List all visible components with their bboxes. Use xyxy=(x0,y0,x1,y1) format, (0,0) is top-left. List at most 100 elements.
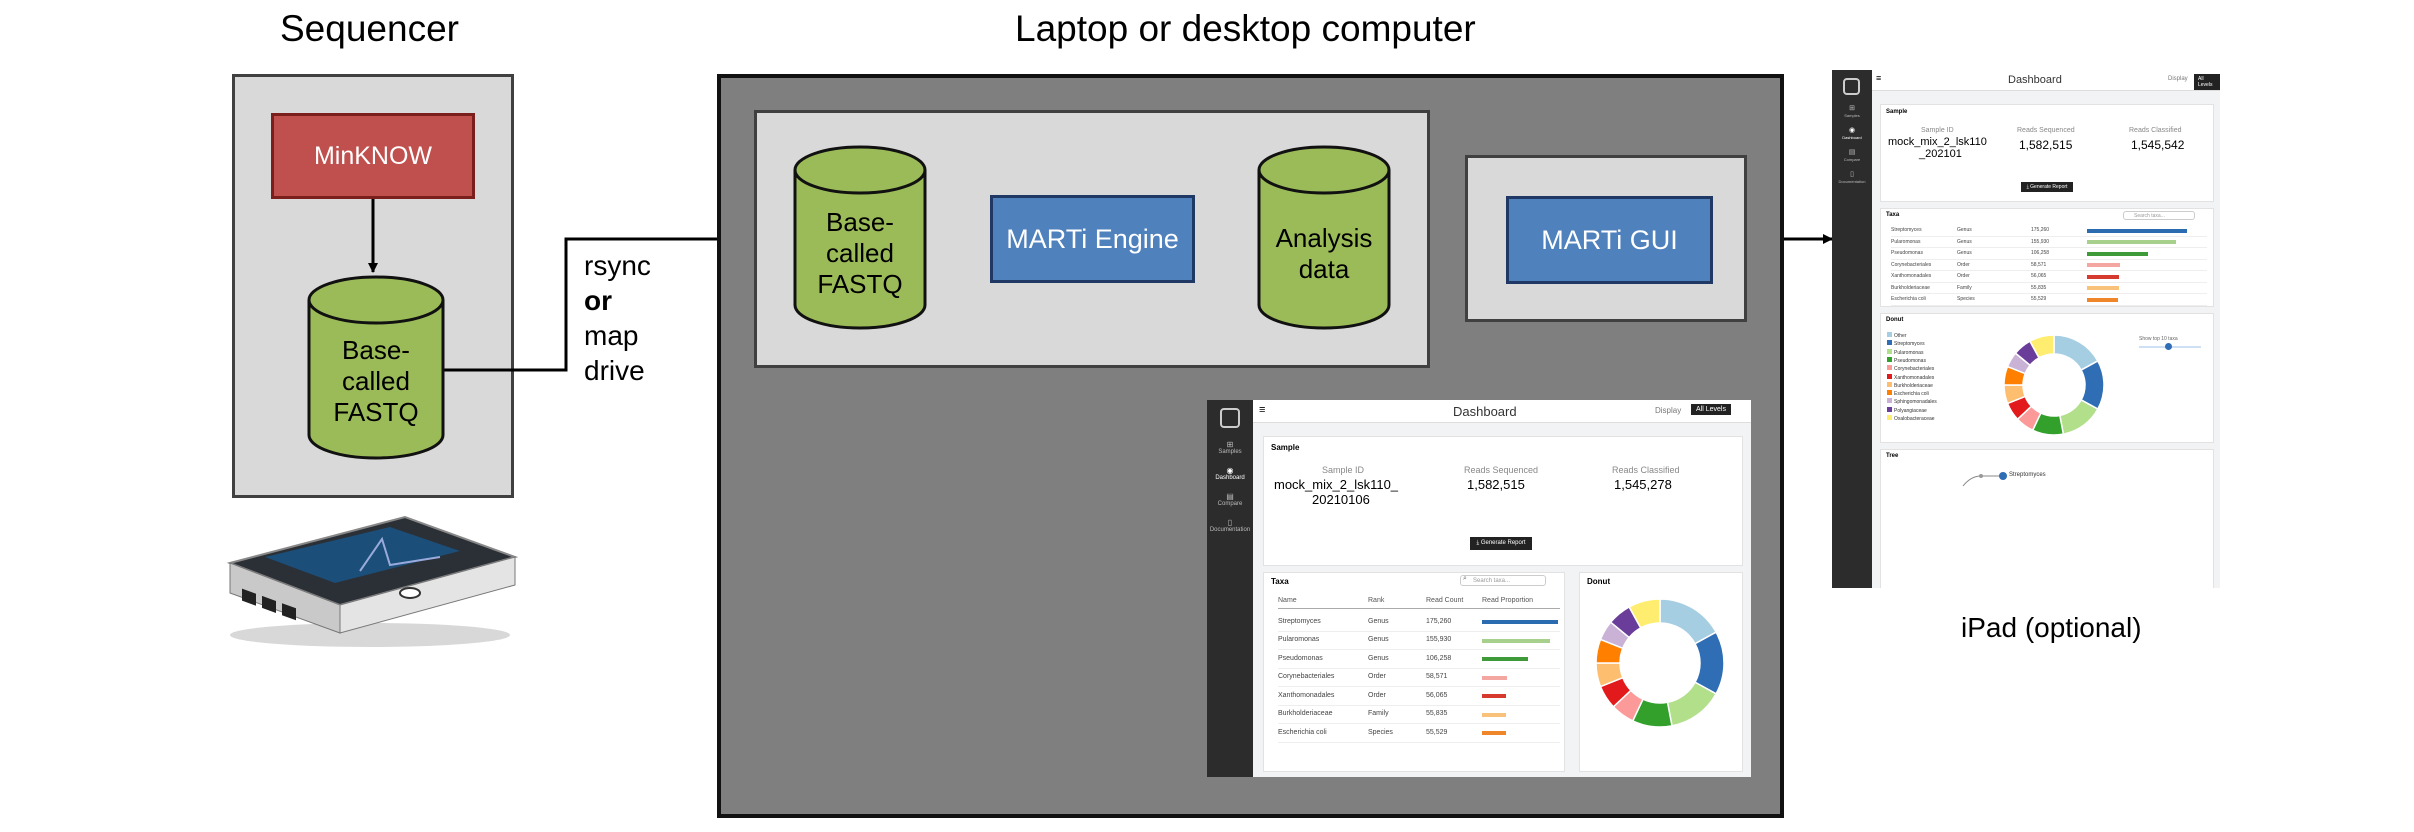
top-taxa-slider[interactable] xyxy=(2139,343,2201,350)
nav-dashboard[interactable]: ◉Dashboard xyxy=(1207,466,1253,481)
card-title: Sample xyxy=(1886,109,1908,115)
minion-device-illustration xyxy=(226,515,519,647)
taxa-rank: Order xyxy=(1368,691,1386,699)
hamburger-icon[interactable]: ≡ xyxy=(1259,404,1266,416)
legend-swatch xyxy=(1887,390,1892,396)
legend-item[interactable]: Burkholderiaceae xyxy=(1887,381,1933,389)
nav-label: Samples xyxy=(1218,449,1242,455)
legend-label: Corynebacteriales xyxy=(1894,366,1935,373)
search-icon: ⌕ xyxy=(1463,575,1467,582)
reads-sequenced-label: Reads Sequenced xyxy=(1464,465,1539,475)
taxa-search-input[interactable]: Search taxa... xyxy=(1460,575,1546,586)
legend-label: Xanthomonadales xyxy=(1894,374,1935,381)
cylinder-shape xyxy=(1257,145,1391,330)
generate-report-button[interactable]: ⤓ Generate Report xyxy=(1470,537,1532,550)
sample-id-value-2: _202101 xyxy=(1919,148,1962,160)
taxa-count: 155,930 xyxy=(2031,238,2050,245)
dashboard-title: Dashboard xyxy=(2008,74,2062,86)
legend-label: Oxalobacteraceae xyxy=(1894,416,1935,422)
legend-item[interactable]: Pularomonas xyxy=(1887,348,1923,356)
dashboard-sidebar: ⊞Samples ◉Dashboard ▤Compare ▯Documentat… xyxy=(1207,400,1253,777)
proportion-bar xyxy=(1482,694,1507,699)
taxa-rank: Species xyxy=(1957,296,1975,303)
taxa-name: Xanthomonadales xyxy=(1278,691,1335,699)
taxa-search-input[interactable]: Search taxa... xyxy=(2123,211,2195,220)
proportion-bar xyxy=(1482,675,1508,680)
display-select[interactable]: All Levels xyxy=(2194,74,2220,90)
nav-label: Compare xyxy=(1843,157,1861,162)
marti-logo-icon xyxy=(1220,408,1240,428)
nav-samples[interactable]: ⊞Samples xyxy=(1832,104,1872,118)
legend-item[interactable]: Other xyxy=(1887,332,1907,339)
col-rank[interactable]: Rank xyxy=(1368,597,1385,604)
legend-item[interactable]: Corynebacteriales xyxy=(1887,365,1934,372)
nav-samples[interactable]: ⊞Samples xyxy=(1207,440,1253,455)
taxa-name: Escherichia coli xyxy=(1278,728,1327,736)
nav-label: Dashboard xyxy=(1842,135,1862,140)
legend-item[interactable]: Polyangiaceae xyxy=(1887,406,1927,414)
taxa-count: 175,260 xyxy=(2031,227,2050,234)
col-count[interactable]: Read Count xyxy=(1426,597,1464,604)
hamburger-icon[interactable]: ≡ xyxy=(1876,73,1882,83)
donut-slice[interactable] xyxy=(1628,598,1661,629)
analysis-label-1: Analysis xyxy=(1275,223,1373,253)
marti-gui-box: MARTi GUI xyxy=(1506,196,1713,284)
ipad-sidebar: ⊞Samples ◉Dashboard ▤Compare ▯Documentat… xyxy=(1832,70,1872,588)
sample-id-label: Sample ID xyxy=(1921,127,1954,134)
taxa-rank: Genus xyxy=(1368,654,1389,662)
donut-slice[interactable] xyxy=(2028,334,2055,359)
generate-report-label: Generate Report xyxy=(2030,184,2068,190)
generate-report-button[interactable]: ⤓ Generate Report xyxy=(2021,182,2073,192)
col-name[interactable]: Name xyxy=(1278,597,1297,604)
legend-swatch xyxy=(1887,373,1892,379)
legend-item[interactable]: Sphingomonadales xyxy=(1887,398,1937,405)
legend-item[interactable]: Oxalobacteraceae xyxy=(1887,415,1935,422)
transfer-rsync: rsync xyxy=(584,250,651,281)
reads-sequenced-label: Reads Sequenced xyxy=(2017,127,2075,134)
legend-item[interactable]: Escherichia coli xyxy=(1887,390,1929,397)
nav-label: Samples xyxy=(1844,113,1860,118)
legend-item[interactable]: Pseudomonas xyxy=(1887,356,1926,364)
legend-swatch xyxy=(1887,332,1892,337)
legend-item[interactable]: Streptomyces xyxy=(1887,340,1925,347)
grid-icon: ⊞ xyxy=(1226,440,1234,449)
nav-compare[interactable]: ▤Compare xyxy=(1832,148,1872,162)
nav-documentation[interactable]: ▯Documentation xyxy=(1832,170,1872,184)
card-title: Tree xyxy=(1886,453,1899,459)
nav-dashboard[interactable]: ◉Dashboard xyxy=(1832,126,1872,140)
slider-handle[interactable] xyxy=(2165,343,2172,350)
nav-compare[interactable]: ▤Compare xyxy=(1207,492,1253,507)
col-proportion[interactable]: Read Proportion xyxy=(1482,597,1533,604)
proportion-bar xyxy=(2087,286,2119,291)
nav-documentation[interactable]: ▯Documentation xyxy=(1207,518,1253,533)
legend-swatch xyxy=(1887,356,1892,362)
taxa-name: Corynebacteriales xyxy=(1278,673,1335,681)
dashboard-title: Dashboard xyxy=(1453,404,1517,419)
transfer-drive: drive xyxy=(584,355,645,386)
legend-item[interactable]: Xanthomonadales xyxy=(1887,373,1935,381)
legend-swatch xyxy=(1887,381,1892,387)
taxa-name: Escherichia coli xyxy=(1891,296,1926,303)
taxa-name: Streptomyces xyxy=(1891,227,1922,234)
legend-label: Sphingomonadales xyxy=(1894,399,1937,406)
display-select[interactable]: All Levels xyxy=(1691,404,1731,415)
sample-id-value-1: mock_mix_2_lsk110 xyxy=(1888,136,1987,148)
dashboard-icon: ◉ xyxy=(1848,127,1856,134)
taxa-rank: Species xyxy=(1368,728,1393,736)
